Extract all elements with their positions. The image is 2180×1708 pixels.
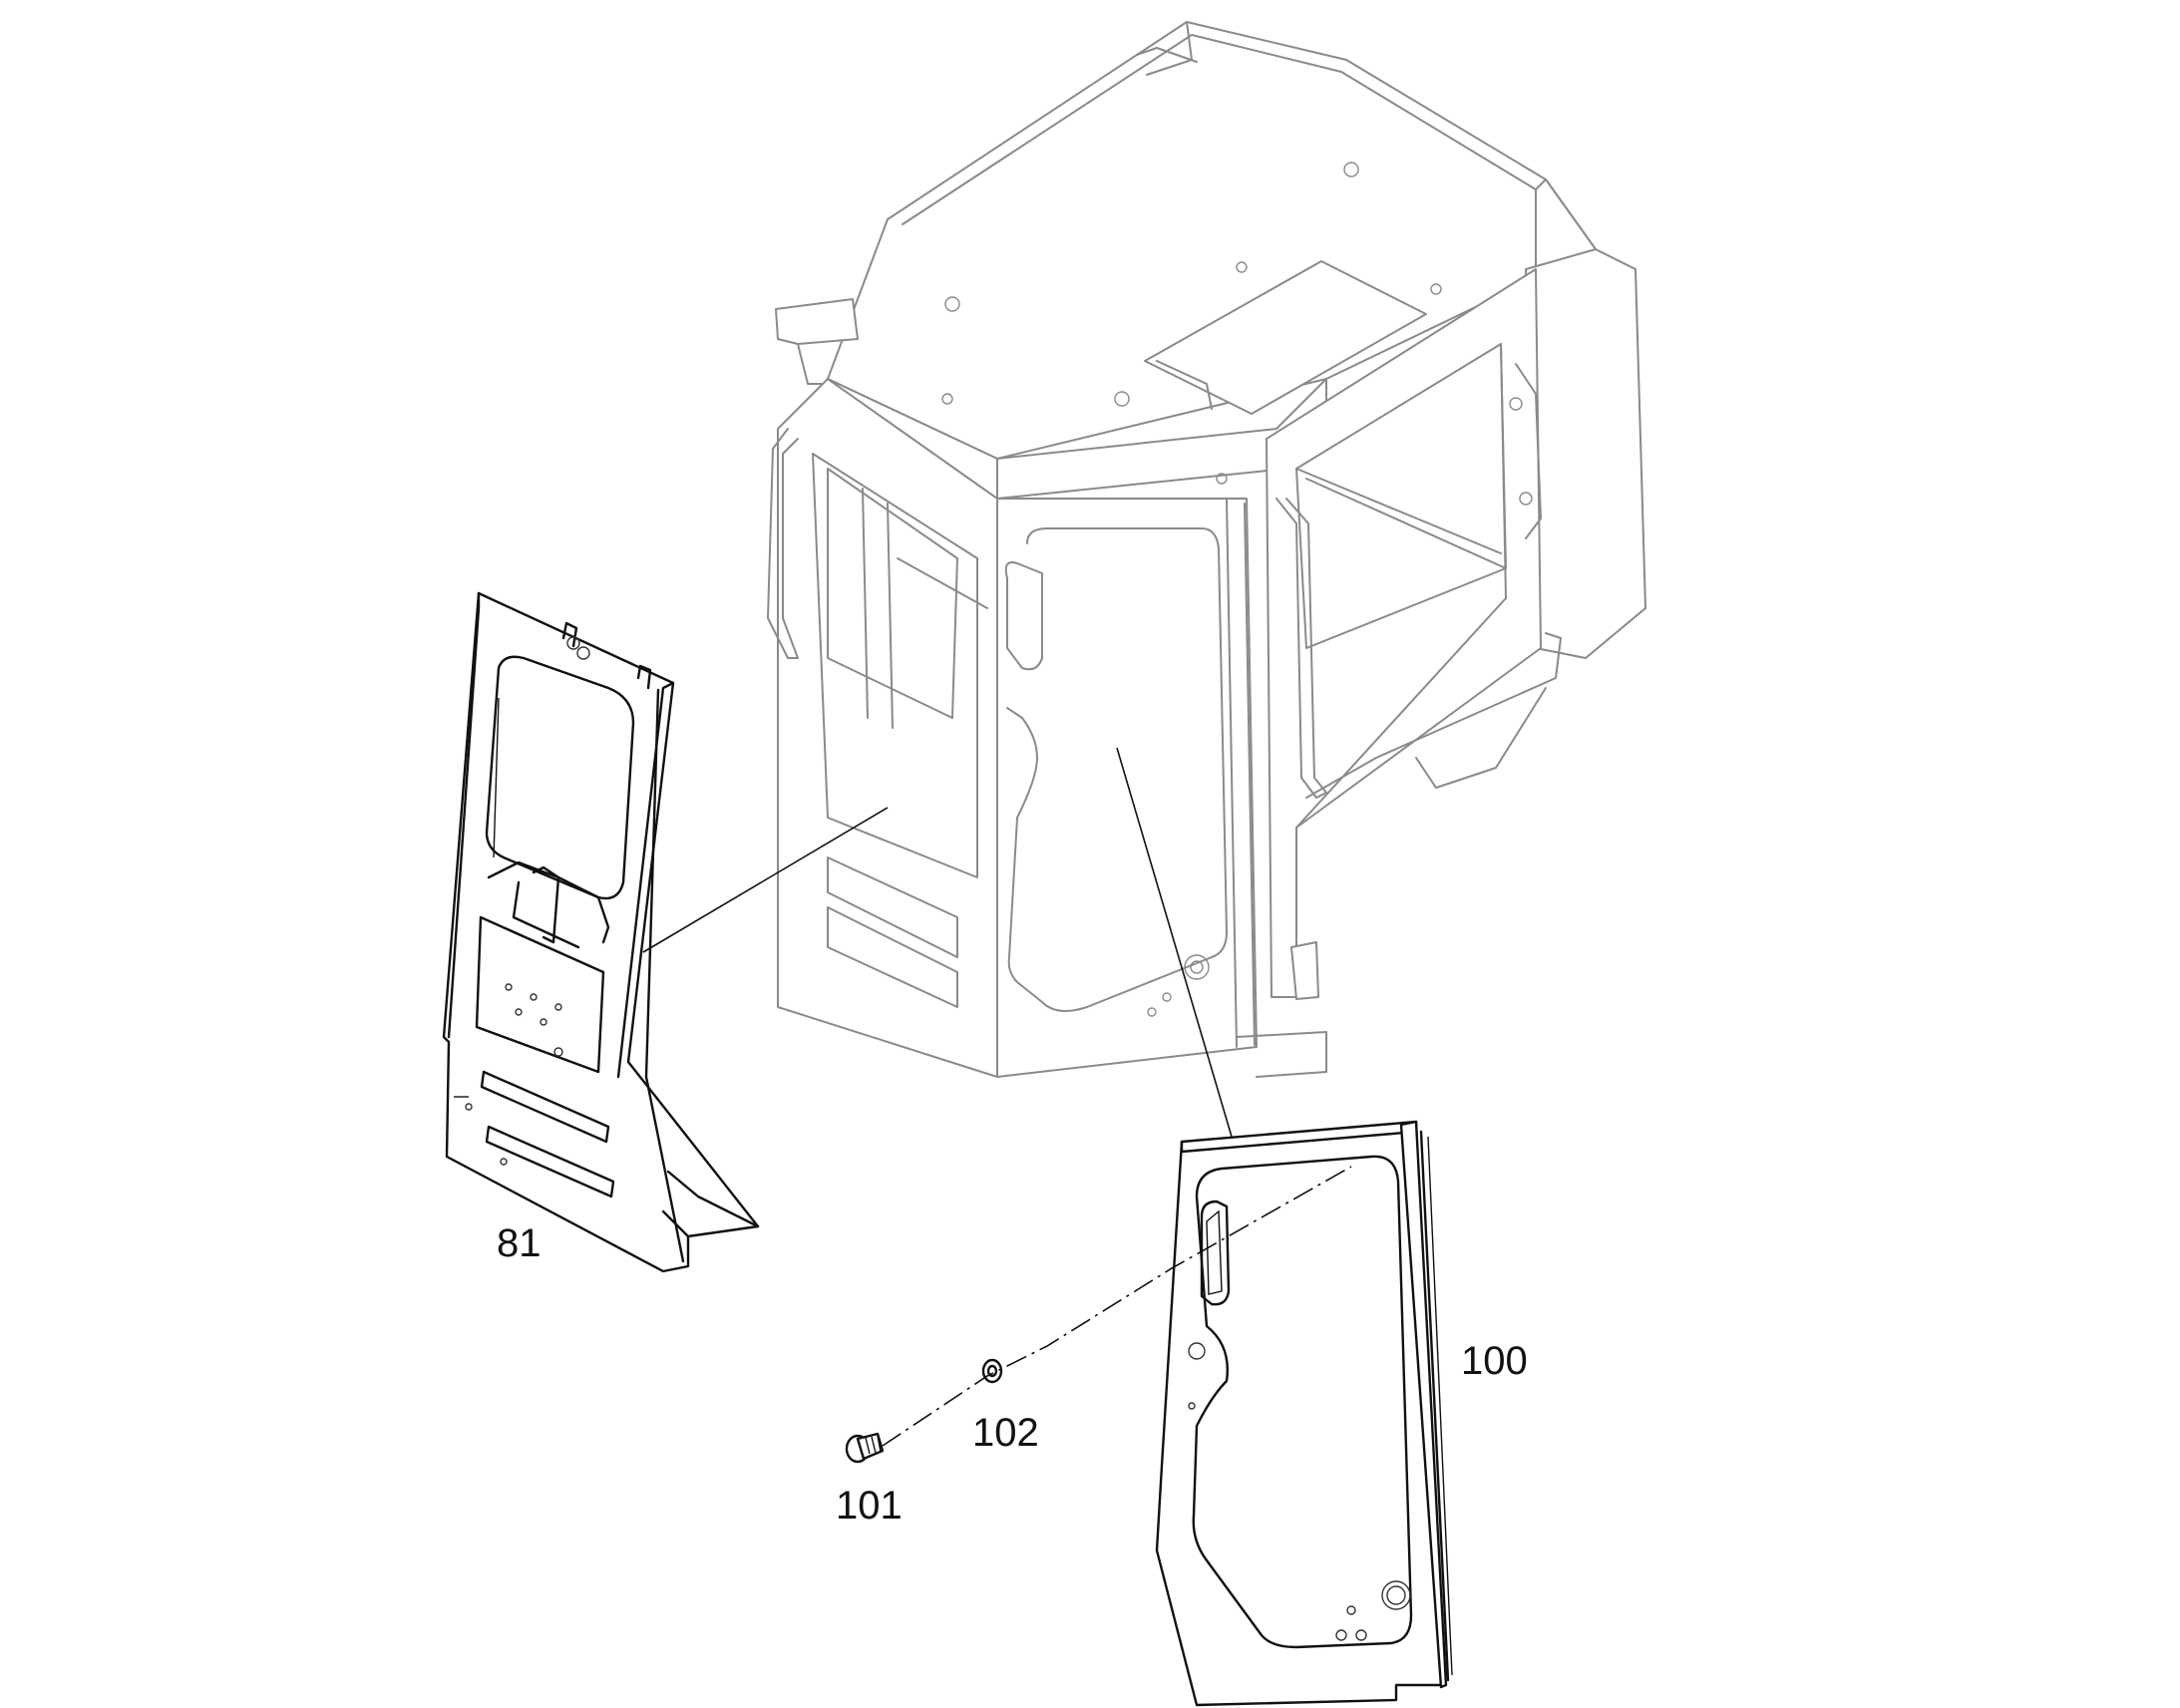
- door-hinge-strip: [1399, 1120, 1448, 1689]
- door-window-opening: [1192, 1155, 1413, 1649]
- roof-hatch: [1144, 260, 1427, 415]
- leader-door-to-cab: [1116, 747, 1233, 1138]
- leader-panel-to-cab: [642, 807, 889, 953]
- callout-81: 81: [497, 1221, 542, 1265]
- panel-slot-upper: [480, 1070, 610, 1144]
- callout-100: 100: [1461, 1339, 1528, 1383]
- callout-101: 101: [836, 1484, 903, 1528]
- leader-lines: [642, 747, 1352, 1447]
- cab-rear-side: [1525, 248, 1646, 659]
- part-102-washer: [981, 1358, 1003, 1384]
- assembly-axis-bolt: [882, 1166, 1352, 1447]
- cab-left-handrail: [767, 428, 799, 659]
- cab-front-frame: [996, 498, 1258, 1078]
- callouts: 81 100 101 102: [497, 1221, 1528, 1528]
- cab-right-handrail: [1275, 498, 1327, 799]
- panel-lower-plate: [475, 915, 605, 1074]
- part-100-door: [1155, 1120, 1453, 1707]
- cab-door-opening: [1006, 527, 1228, 1012]
- callout-102: 102: [972, 1411, 1039, 1455]
- cab-assembly: [767, 21, 1646, 1078]
- door-handle: [1200, 1199, 1231, 1306]
- panel-slot-lower: [485, 1125, 615, 1198]
- part-81-side-panel: [442, 591, 760, 1273]
- part-101-bolt: [845, 1432, 885, 1464]
